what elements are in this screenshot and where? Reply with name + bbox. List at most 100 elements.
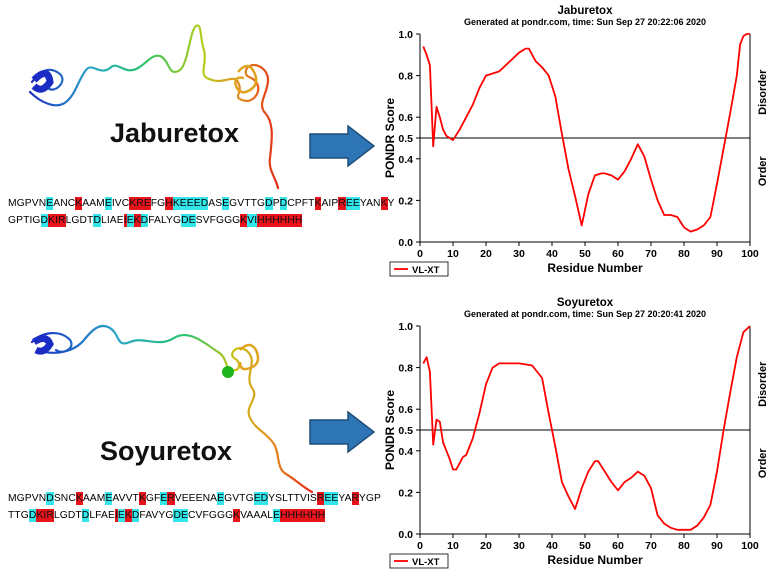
sequence-residue-cyan: E [105, 492, 113, 505]
sequence-residue: AAM [82, 198, 105, 209]
sequence-residue-red: I [43, 509, 47, 522]
sequence-residue-cyan: VI [247, 214, 258, 227]
sequence-residue: ANC [53, 198, 76, 209]
x-tick-label: 40 [546, 540, 558, 552]
sequence-residue: P [272, 198, 280, 209]
sequence-residue-red: R [167, 492, 175, 505]
disorder-label: Disorder [757, 69, 769, 115]
sequence-residue-red: HHHHHH [257, 214, 303, 227]
x-tick-label: 70 [645, 540, 657, 552]
x-tick-label: 60 [612, 540, 624, 552]
sequence-residue-cyan: E [104, 197, 112, 210]
x-tick-label: 10 [447, 540, 459, 552]
sequence-residue-cyan: E [222, 197, 230, 210]
sequence-residue: LGDT [53, 510, 82, 521]
x-tick-label: 60 [612, 248, 624, 260]
sequence-residue-cyan: D [40, 214, 49, 227]
sequence-residue-cyan: E [273, 509, 281, 522]
sequence-residue-red: K [75, 197, 83, 210]
y-axis-label: PONDR Score [383, 98, 397, 178]
y-tick-label: 0.8 [398, 363, 413, 375]
x-tick-label: 40 [546, 248, 558, 260]
sequence-text: MGPVNEANCKAAMEIVCKREFGHKEEEDASEGVTTGDPDC… [8, 195, 395, 229]
sequence-residue: GVTTG [229, 198, 266, 209]
sequence-residue-cyan: DE [173, 509, 188, 522]
sequence-residue-cyan: D [28, 509, 37, 522]
sequence-residue-red: R [316, 492, 325, 505]
sequence-residue: VEEENA [174, 493, 218, 504]
sequence-residue-cyan: D [93, 214, 101, 227]
x-tick-label: 70 [645, 248, 657, 260]
y-tick-label: 0.4 [398, 154, 413, 166]
x-tick-label: 20 [480, 540, 492, 552]
sequence-residue-cyan: E [46, 197, 54, 210]
chart-title: Jaburetox [558, 5, 614, 17]
x-axis-label: Residue Number [547, 553, 643, 567]
sequence-residue-red: KRE [129, 197, 151, 210]
sequence-residue-cyan: KEEED [172, 197, 209, 210]
sequence-line: TTGDKIRLGDTDLFAEIEKDFAVYGDECVFGGGKVAAALE… [8, 507, 381, 524]
sequence-residue: YAN [359, 198, 381, 209]
sequence-residue: MGPVN [8, 198, 47, 209]
sequence-residue: AAM [82, 493, 106, 504]
sequence-residue: LGDT [65, 215, 94, 226]
sequence-residue-red: I [123, 214, 127, 227]
x-tick-label: 100 [741, 540, 759, 552]
y-tick-label: 1.0 [398, 321, 413, 333]
sequence-residue-cyan: E [117, 509, 125, 522]
sequence-residue-red: K [36, 509, 44, 522]
x-tick-label: 30 [513, 248, 525, 260]
right-arrow-icon [309, 410, 376, 454]
sequence-residue-red: K [48, 214, 56, 227]
x-tick-label: 0 [417, 540, 423, 552]
x-tick-label: 50 [579, 540, 591, 552]
sequence-residue-cyan: D [140, 214, 149, 227]
sequence-residue: YGP [358, 493, 381, 504]
sequence-residue-cyan: ED [253, 492, 269, 505]
sequence-residue-cyan: EE [345, 197, 360, 210]
sequence-residue: YA [338, 493, 352, 504]
sequence-residue: GVTG [224, 493, 254, 504]
sequence-residue-red: HHHHHH [280, 509, 326, 522]
sequence-residue: AVVT [112, 493, 139, 504]
soyuretox-panel: Soyuretox MGPVNDSNCKAAMEAVVTKGFERVEEENAE… [0, 292, 780, 585]
sequence-residue: FG [150, 198, 166, 209]
sequence-line: GPTIGDKIRLGDTDLIAEIEKDFALYGDESVFGGGKVIHH… [8, 212, 395, 229]
legend-box [389, 553, 449, 569]
sequence-residue-red: K [314, 197, 322, 210]
x-tick-label: 10 [447, 248, 459, 260]
order-label: Order [757, 156, 769, 187]
chart-subtitle: Generated at pondr.com, time: Sun Sep 27… [464, 309, 706, 319]
sequence-residue-red: K [138, 492, 146, 505]
sequence-residue-cyan: D [131, 509, 140, 522]
sequence-residue-red: K [133, 214, 141, 227]
sequence-text: MGPVNDSNCKAAMEAVVTKGFERVEEENAEGVTGEDYSLT… [8, 490, 381, 524]
y-tick-label: 0.8 [398, 71, 413, 83]
sequence-residue: SNC [53, 493, 76, 504]
y-tick-label: 0.2 [398, 487, 413, 499]
sequence-residue-red: K [380, 197, 388, 210]
chart-subtitle: Generated at pondr.com, time: Sun Sep 27… [464, 17, 706, 27]
sequence-line: MGPVNEANCKAAMEIVCKREFGHKEEEDASEGVTTGDPDC… [8, 195, 395, 212]
sequence-residue: GF [145, 493, 161, 504]
x-tick-label: 80 [678, 248, 690, 260]
sequence-residue-cyan: D [81, 509, 90, 522]
sequence-residue: GPTIG [8, 215, 41, 226]
sequence-residue-red: R [46, 509, 54, 522]
y-axis-label: PONDR Score [383, 390, 397, 470]
sequence-residue-red: K [233, 509, 241, 522]
y-tick-label: 0.5 [398, 133, 413, 145]
sequence-residue: LFAE [89, 510, 115, 521]
sequence-residue: SVFGGG [195, 215, 241, 226]
jaburetox-structure-image [28, 24, 280, 190]
legend-label: VL-XT [412, 557, 440, 568]
protein-name: Jaburetox [110, 118, 240, 148]
x-tick-label: 0 [417, 248, 423, 260]
sequence-residue: CPFT [287, 198, 315, 209]
sequence-residue: FALYG [148, 215, 182, 226]
x-axis-label: Residue Number [547, 261, 643, 275]
sequence-residue-cyan: DE [181, 214, 196, 227]
sequence-residue: IVC [111, 198, 130, 209]
